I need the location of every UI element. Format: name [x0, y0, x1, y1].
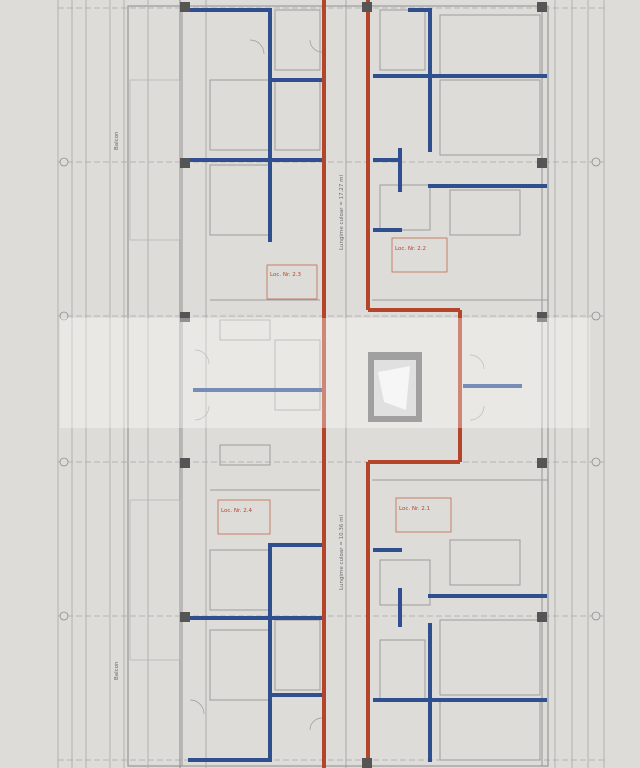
grid-lines [57, 0, 605, 768]
room-label-text: Loc. Nr. 2.3 [270, 272, 301, 278]
room-label-text: Loc. Nr. 2.1 [399, 506, 430, 512]
elevator-shaft [368, 352, 422, 422]
room-label-left-lower: Loc. Nr. 2.4 [217, 499, 271, 535]
corridor-label-upper: Lungime culoar = 17.27 ml [339, 175, 345, 250]
room-label-text: Loc. Nr. 2.4 [221, 508, 252, 514]
room-label-left-upper: Loc. Nr. 2.3 [266, 264, 318, 300]
column-markers [180, 2, 547, 768]
door-swings [189, 39, 485, 731]
red-walls [322, 0, 462, 768]
balcony-left [129, 79, 181, 661]
room-label-text: Loc. Nr. 2.2 [395, 246, 426, 252]
grid-axis-markers [59, 157, 601, 621]
room-label-right-upper: Loc. Nr. 2.2 [391, 237, 448, 273]
balcony-label-top: Balcon [114, 131, 120, 150]
corridor-label-lower: Lungime culoar = 10.36 ml [339, 515, 345, 590]
blue-walls [188, 8, 547, 762]
balcony-label-bottom: Balcon [114, 661, 120, 680]
room-label-right-lower: Loc. Nr. 2.1 [395, 497, 452, 533]
